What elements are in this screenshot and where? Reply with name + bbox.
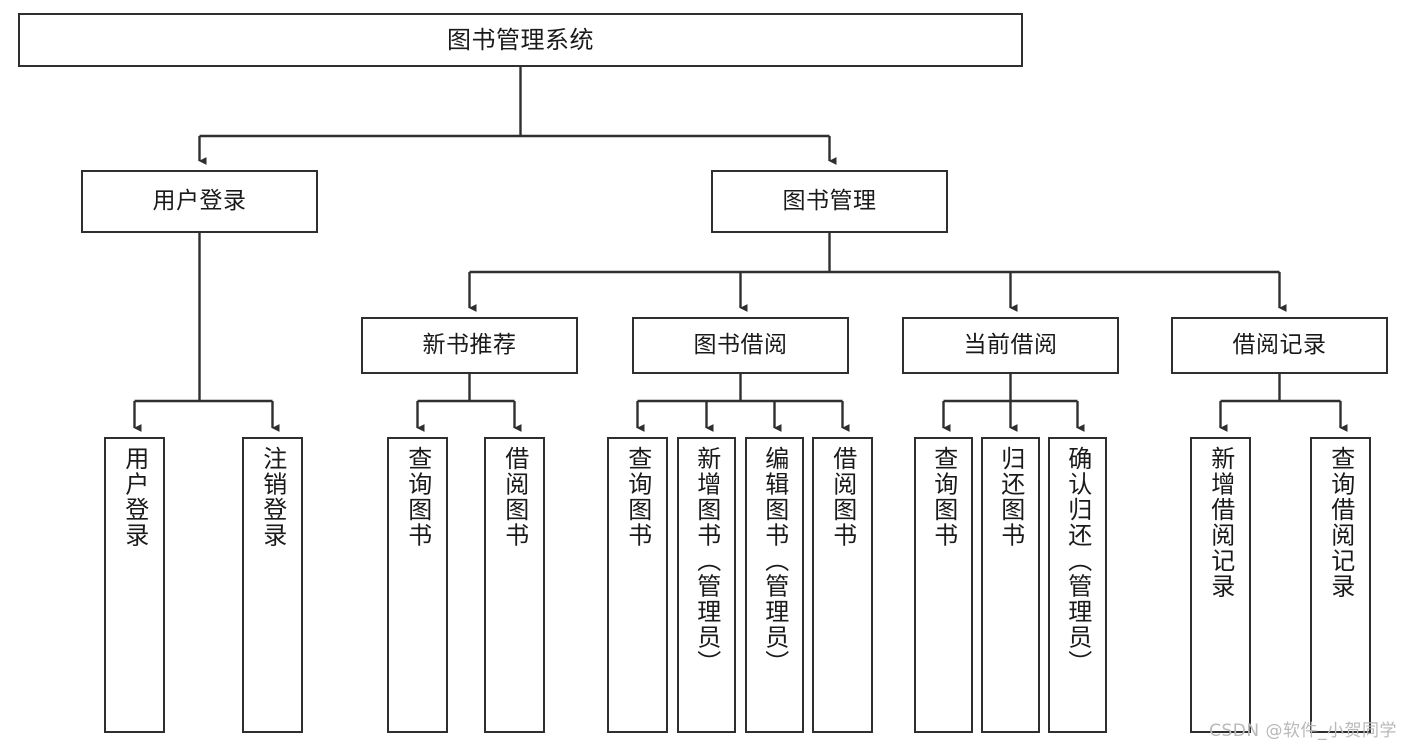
node-leaf-user-login[interactable]: 用户登录: [104, 437, 165, 733]
node-leaf-user-logout[interactable]: 注销登录: [242, 437, 303, 733]
node-borrow-record[interactable]: 借阅记录: [1171, 317, 1388, 374]
node-label: 图书借阅: [693, 331, 788, 358]
node-new-book-rec[interactable]: 新书推荐: [361, 317, 578, 374]
node-label: 当前借阅: [963, 331, 1058, 358]
node-label: 图书管理系统: [447, 25, 594, 54]
node-leaf-borrow-book-rec[interactable]: 借阅图书: [484, 437, 545, 733]
node-user-login[interactable]: 用户登录: [81, 170, 318, 233]
node-label: 查询图书: [929, 446, 958, 548]
watermark: CSDN @软件_小贺同学: [1209, 721, 1397, 741]
node-label: 用户登录: [152, 187, 247, 214]
node-leaf-borrow-book[interactable]: 借阅图书: [812, 437, 873, 733]
node-label: 借阅图书: [500, 446, 529, 548]
node-leaf-query-book-rec[interactable]: 查询图书: [387, 437, 448, 733]
node-leaf-return-book[interactable]: 归还图书: [981, 437, 1040, 733]
node-book-manage[interactable]: 图书管理: [711, 170, 948, 233]
node-label: 借阅图书: [828, 446, 857, 548]
node-label: 归还图书: [996, 446, 1025, 548]
node-label: 查询图书: [623, 446, 652, 548]
node-leaf-query-book-borrow[interactable]: 查询图书: [607, 437, 668, 733]
node-leaf-query-record[interactable]: 查询借阅记录: [1310, 437, 1371, 733]
node-leaf-edit-book[interactable]: 编辑图书（管理员）: [745, 437, 804, 733]
node-leaf-confirm-return[interactable]: 确认归还（管理员）: [1048, 437, 1107, 733]
node-label: 查询借阅记录: [1326, 446, 1355, 599]
node-label: 查询图书: [403, 446, 432, 548]
node-label: 新增借阅记录: [1206, 446, 1235, 599]
node-label: 编辑图书（管理员）: [760, 446, 789, 676]
node-label: 新书推荐: [422, 331, 517, 358]
node-book-borrow[interactable]: 图书借阅: [632, 317, 849, 374]
node-root[interactable]: 图书管理系统: [18, 13, 1023, 67]
node-label: 图书管理: [782, 187, 877, 214]
node-label: 借阅记录: [1232, 331, 1327, 358]
node-leaf-query-book-cur[interactable]: 查询图书: [914, 437, 973, 733]
node-label: 新增图书（管理员）: [692, 446, 721, 676]
node-leaf-add-book[interactable]: 新增图书（管理员）: [677, 437, 736, 733]
node-leaf-add-record[interactable]: 新增借阅记录: [1190, 437, 1251, 733]
node-current-borrow[interactable]: 当前借阅: [902, 317, 1119, 374]
node-label: 注销登录: [258, 446, 287, 548]
node-label: 用户登录: [120, 446, 149, 548]
node-label: 确认归还（管理员）: [1063, 446, 1092, 676]
